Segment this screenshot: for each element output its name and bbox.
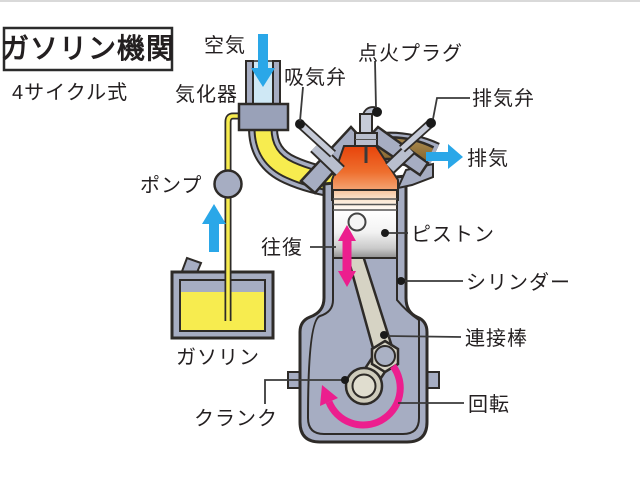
label-cylinder: シリンダー [466, 271, 571, 294]
tank-inner-outline [179, 279, 266, 332]
fuel-pump [213, 169, 243, 199]
label-air: 空気 [204, 34, 246, 57]
rotation-arrow [320, 363, 404, 429]
exhaust-valve [385, 118, 436, 174]
label-pump: ポンプ [140, 174, 202, 197]
top-border [0, 0, 640, 2]
label-rotation: 回転 [468, 393, 510, 416]
spark-plug [354, 106, 382, 163]
label-exhaust-valve: 排気弁 [472, 87, 535, 110]
label-gasoline: ガソリン [176, 346, 260, 369]
label-spark-plug: 点火プラグ [358, 42, 463, 65]
air-flow-arrow [251, 34, 275, 87]
wrist-pin [347, 212, 367, 232]
leader-lines [264, 60, 470, 404]
label-exhaust: 排気 [467, 147, 509, 170]
label-carburetor: 気化器 [175, 83, 238, 106]
title-box [2, 26, 174, 72]
fuel-line [224, 112, 241, 321]
label-crank: クランク [194, 407, 278, 430]
diagram-title: ガソリン機関 [1, 33, 175, 64]
spark-plug-cap [372, 107, 382, 117]
diagram-subtitle: 4サイクル式 [12, 81, 128, 104]
label-piston: ピストン [411, 224, 495, 246]
label-intake-valve: 吸気弁 [284, 66, 347, 89]
label-connecting-rod: 連接棒 [465, 327, 528, 350]
label-reciprocation: 往復 [261, 236, 303, 259]
exhaust-flow-arrow [426, 144, 463, 169]
carburetor-body [237, 102, 290, 132]
reciprocation-arrow [338, 225, 356, 287]
gasoline-liquid [181, 292, 264, 330]
bore-inner-outline [306, 190, 420, 435]
fuel-tank [170, 256, 275, 340]
crank-assembly [343, 241, 400, 406]
fuel-flow-arrow [202, 204, 226, 252]
intake-valve [295, 119, 345, 177]
exhaust-valve-tip [426, 118, 436, 128]
intake-valve-tip [295, 119, 305, 129]
